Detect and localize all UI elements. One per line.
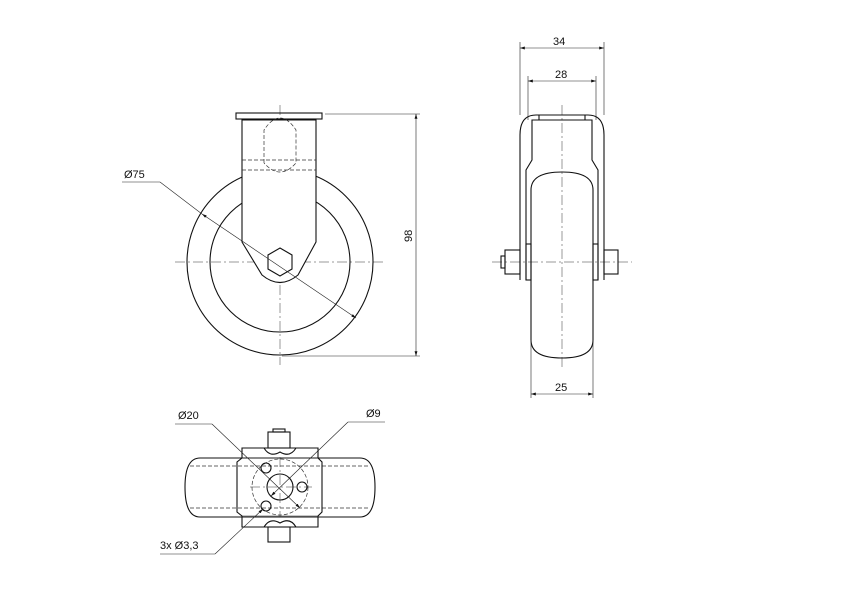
- mount-hole: [260, 500, 272, 512]
- tire: [184, 457, 376, 518]
- side-view: 34 28 25: [492, 36, 632, 398]
- dim-mounting-holes: 3x Ø3,3: [160, 540, 199, 552]
- fork: [241, 119, 317, 284]
- dim-height: 98: [403, 230, 415, 242]
- dim-wheel-diameter: Ø75: [124, 169, 145, 181]
- mount-hole: [260, 462, 272, 474]
- bottom-view: Ø20 Ø9 3x Ø3,3: [160, 408, 385, 555]
- dim-overall-width: 34: [553, 36, 565, 48]
- dim-fork-width: 28: [555, 69, 567, 81]
- dim-wheel-width: 25: [555, 382, 567, 394]
- right-nut: [603, 249, 619, 275]
- top-plate: [235, 112, 323, 120]
- dim-center-hole: Ø9: [366, 408, 381, 420]
- front-view: Ø75 98: [122, 105, 420, 365]
- dim-bolt-circle: Ø20: [178, 410, 199, 422]
